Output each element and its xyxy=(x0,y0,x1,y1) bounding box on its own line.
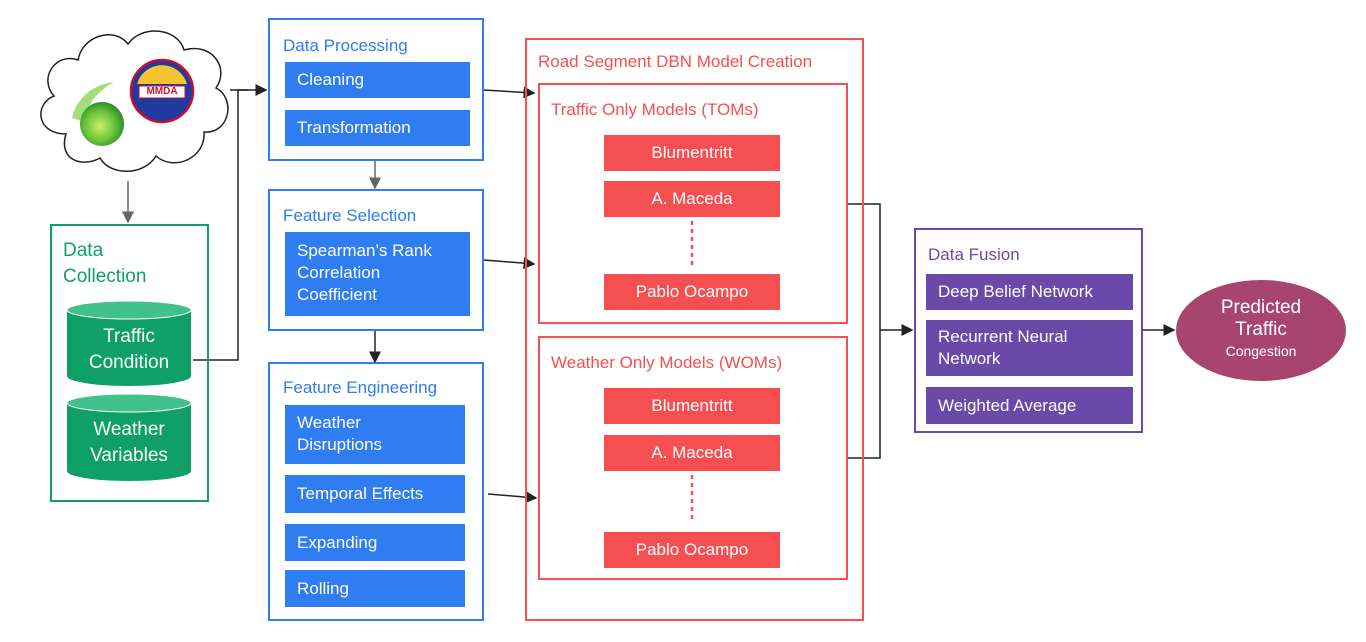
data-collection-title: Data Collection xyxy=(63,238,146,290)
traffic-condition-cylinder xyxy=(66,300,192,386)
weather-variables-label: Weather Variables xyxy=(68,417,190,469)
weather-variables-line1: Weather xyxy=(93,419,165,440)
output-line2: Traffic xyxy=(1235,319,1287,340)
weather-disruptions-step: Weather Disruptions xyxy=(285,405,465,464)
woms-blumentritt: Blumentritt xyxy=(604,388,780,424)
spearman-line3: Coefficient xyxy=(297,285,378,304)
data-fusion-title: Data Fusion xyxy=(928,245,1020,264)
toms-pablo-ocampo: Pablo Ocampo xyxy=(604,274,780,310)
spearman-line1: Spearman’s Rank xyxy=(297,241,432,260)
recurrent-neural-network-step: Recurrent Neural Network xyxy=(926,320,1133,376)
feature-selection-title: Feature Selection xyxy=(283,206,417,225)
data-fusion-box xyxy=(914,228,1143,433)
data-processing-title: Data Processing xyxy=(283,36,408,55)
weather-variables-cylinder xyxy=(66,393,192,481)
data-collection-title-line2: Collection xyxy=(63,266,147,287)
predicted-traffic-congestion-node: Predicted Traffic Congestion xyxy=(1176,280,1346,381)
rnn-line1: Recurrent Neural xyxy=(938,327,1068,346)
woms-title: Weather Only Models (WOMs) xyxy=(551,353,783,372)
feature-engineering-box xyxy=(268,362,484,621)
output-line1: Predicted xyxy=(1220,297,1302,318)
temporal-effects-step: Temporal Effects xyxy=(285,475,465,513)
mmda-logo xyxy=(129,58,195,124)
weighted-average-step: Weighted Average xyxy=(926,387,1133,424)
traffic-condition-line2: Condition xyxy=(88,352,170,373)
woms-box xyxy=(538,336,848,580)
toms-a-maceda: A. Maceda xyxy=(604,181,780,217)
dbn-model-creation-box xyxy=(525,38,864,621)
toms-title: Traffic Only Models (TOMs) xyxy=(551,100,759,119)
data-processing-box xyxy=(268,18,484,161)
rolling-step: Rolling xyxy=(285,570,465,607)
data-collection-box xyxy=(50,224,209,502)
weather-disruptions-line1: Weather xyxy=(297,413,361,432)
traffic-condition-line1: Traffic xyxy=(103,326,155,347)
woms-pablo-ocampo: Pablo Ocampo xyxy=(604,532,780,568)
spearman-step: Spearman’s Rank Correlation Coefficient xyxy=(285,232,470,316)
spearman-line2: Correlation xyxy=(297,263,381,282)
traffic-condition-label: Traffic Condition xyxy=(68,324,190,376)
weather-variables-line2: Variables xyxy=(90,445,168,466)
toms-blumentritt: Blumentritt xyxy=(604,135,780,171)
cleaning-step: Cleaning xyxy=(285,62,470,98)
transformation-step: Transformation xyxy=(285,110,470,146)
toms-box xyxy=(538,83,848,324)
output-line3: Congestion xyxy=(1225,343,1297,359)
woms-a-maceda: A. Maceda xyxy=(604,435,780,471)
dbn-model-creation-title: Road Segment DBN Model Creation xyxy=(538,52,813,71)
deep-belief-network-step: Deep Belief Network xyxy=(926,274,1133,310)
feature-selection-box xyxy=(268,189,484,331)
rnn-line2: Network xyxy=(938,349,1001,368)
expanding-step: Expanding xyxy=(285,524,465,561)
feature-engineering-title: Feature Engineering xyxy=(283,378,438,397)
mmda-logo-text: MMDA xyxy=(146,86,178,97)
globe-icon xyxy=(72,82,124,146)
weather-disruptions-line2: Disruptions xyxy=(297,435,383,454)
data-collection-title-line1: Data xyxy=(63,240,104,261)
